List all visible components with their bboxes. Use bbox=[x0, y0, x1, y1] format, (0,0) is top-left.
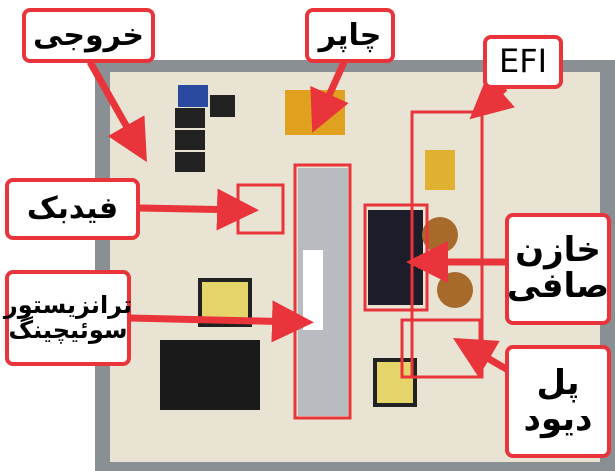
choke-2 bbox=[437, 272, 473, 308]
label-capacitor-line1: خازن bbox=[515, 230, 601, 271]
transformer-standby bbox=[373, 358, 417, 407]
label-switching-line1: ترانزیستور bbox=[3, 290, 133, 319]
label-output: خروجی bbox=[22, 8, 155, 63]
label-feedback: فیدبک bbox=[5, 178, 140, 240]
label-chopper: چاپر bbox=[305, 8, 395, 63]
heatsink-black bbox=[160, 340, 260, 410]
x-capacitor bbox=[425, 150, 455, 190]
label-switching-line2: سوئیچینگ bbox=[8, 316, 128, 344]
chopper-transformer bbox=[285, 90, 345, 135]
label-diode-line2: دیود bbox=[523, 398, 593, 439]
label-output-text: خروجی bbox=[33, 17, 144, 53]
label-diode-line1: پل bbox=[536, 362, 580, 403]
capacitors-output bbox=[175, 85, 235, 172]
barcode-sticker bbox=[303, 250, 323, 330]
label-chopper-text: چاپر bbox=[318, 17, 382, 53]
label-efi-text: EFI bbox=[498, 42, 548, 81]
arrows bbox=[86, 58, 515, 378]
label-efi: EFI bbox=[483, 35, 563, 89]
filter-capacitors bbox=[368, 210, 423, 305]
label-feedback-text: فیدبک bbox=[26, 191, 119, 227]
label-capacitor-line2: صافی bbox=[506, 266, 610, 306]
